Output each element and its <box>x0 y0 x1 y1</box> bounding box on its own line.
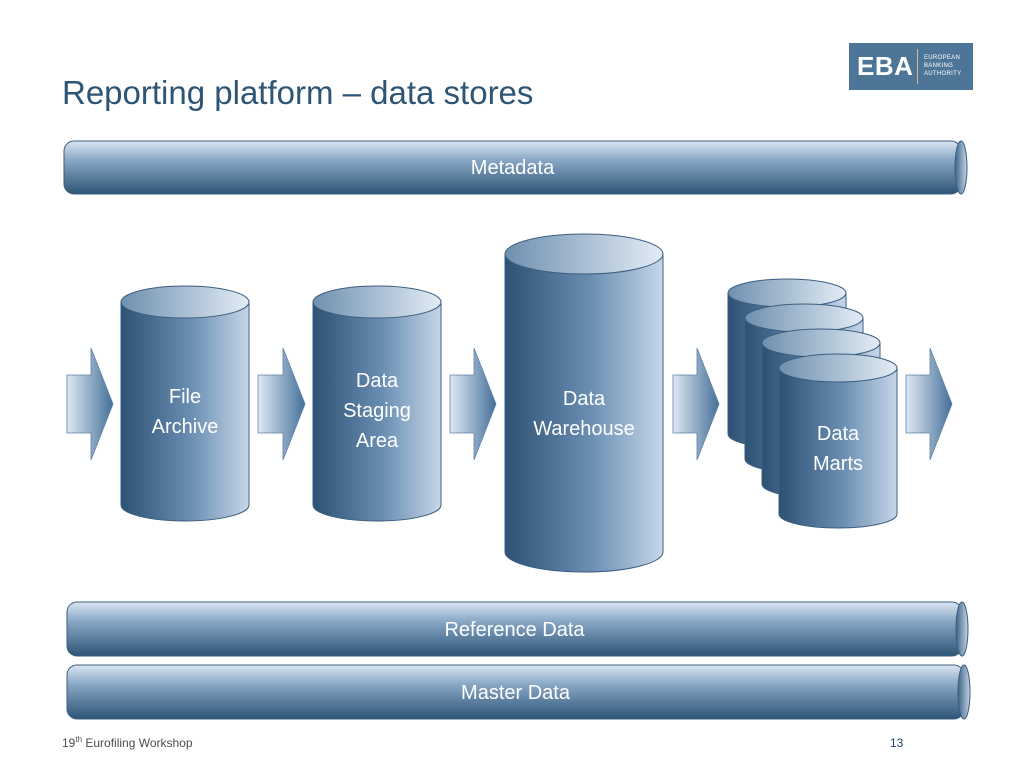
flow-arrow-3 <box>449 347 497 461</box>
data-warehouse-label-line-2: Warehouse <box>533 418 635 440</box>
flow-arrow-5 <box>905 347 953 461</box>
metadata-pipe <box>63 140 968 195</box>
footer-event: 19th Eurofiling Workshop <box>62 735 193 750</box>
file-archive-label-line-1: File <box>168 386 202 408</box>
staging-area-label-line-3: Area <box>355 430 399 452</box>
footer-ordinal-suffix: th <box>75 735 83 744</box>
footer-ordinal: 19 <box>62 736 76 750</box>
slide-title: Reporting platform – data stores <box>62 74 534 111</box>
page-number: 13 <box>890 736 904 750</box>
data-warehouse-cylinder <box>504 233 664 573</box>
staging-area-label: Data Staging Area <box>313 366 441 456</box>
file-archive-label: File Archive <box>121 382 249 442</box>
flow-arrow-1 <box>66 347 114 461</box>
reference-data-label: Reference Data <box>444 619 585 641</box>
metadata-label: Metadata <box>470 157 555 179</box>
logo-line-1: EUROPEAN <box>924 55 961 61</box>
file-archive-cylinder <box>120 285 250 522</box>
logo-line-2: BANKING <box>924 63 954 69</box>
master-data-label: Master Data <box>461 682 570 704</box>
logo-divider <box>917 49 918 84</box>
logo-abbreviation: EBA <box>857 51 914 81</box>
staging-area-cylinder <box>312 285 442 522</box>
data-marts-label-line-2: Marts <box>813 453 863 475</box>
data-warehouse-label-line-1: Data <box>562 388 606 410</box>
eba-logo: EBA EUROPEAN BANKING AUTHORITY <box>849 43 973 90</box>
data-mart-cylinder-4 <box>778 353 898 529</box>
reference-data-pipe <box>66 601 969 657</box>
data-marts-label: Data Marts <box>779 419 897 479</box>
flow-arrow-4 <box>672 347 720 461</box>
footer-event-name: Eurofiling Workshop <box>82 736 193 750</box>
file-archive-label-line-2: Archive <box>151 416 219 438</box>
data-warehouse-label: Data Warehouse <box>505 384 663 444</box>
data-marts-label-line-1: Data <box>816 423 860 445</box>
staging-area-label-line-1: Data <box>355 370 399 392</box>
logo-line-3: AUTHORITY <box>924 71 962 77</box>
staging-area-label-line-2: Staging <box>343 400 411 422</box>
master-data-pipe <box>66 664 971 720</box>
flow-arrow-2 <box>257 347 306 461</box>
